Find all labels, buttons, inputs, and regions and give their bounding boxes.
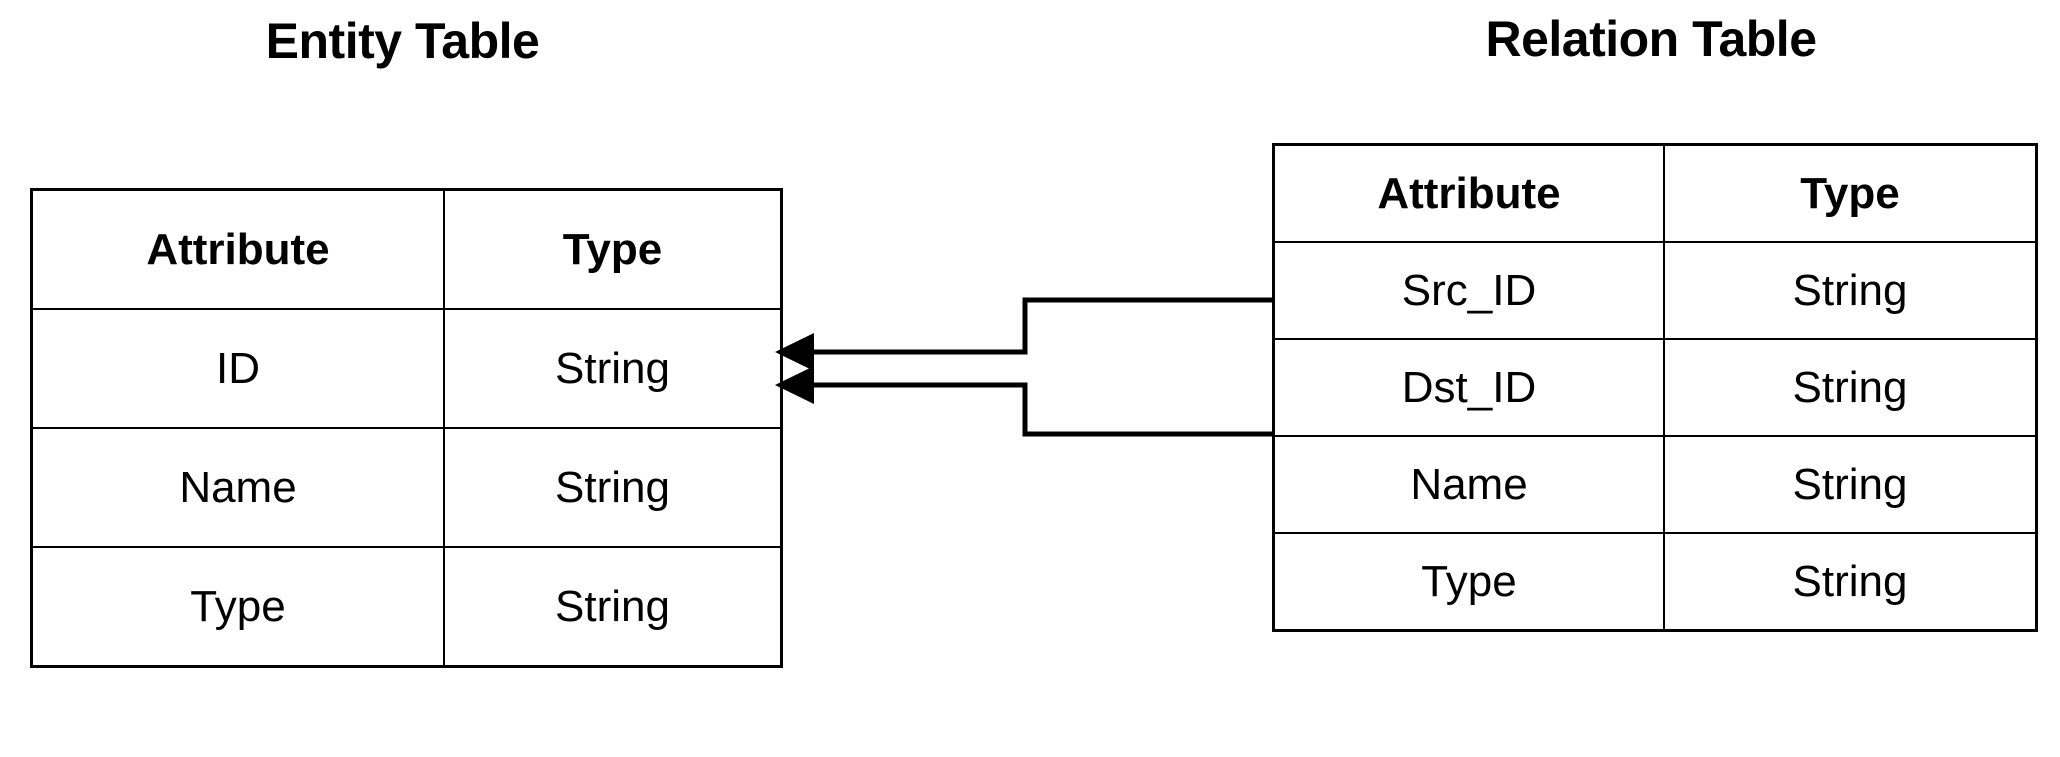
- relation-row-2-attribute: Name: [1272, 435, 1665, 534]
- entity-table: Attribute Type ID String Name String Typ…: [30, 188, 783, 668]
- relation-header-type: Type: [1663, 143, 2038, 243]
- relation-row-1-attribute: Dst_ID: [1272, 338, 1665, 437]
- connector-dst-id-to-entity-id: [775, 366, 1272, 437]
- entity-row-0-type: String: [443, 308, 783, 429]
- relation-header-attribute: Attribute: [1272, 143, 1665, 243]
- connector-src-id-path: [806, 297, 1272, 355]
- relation-table-row: Dst_ID String: [1272, 338, 2038, 437]
- relation-row-3-type: String: [1663, 532, 2038, 632]
- relation-row-3-attribute: Type: [1272, 532, 1665, 632]
- entity-row-1-type: String: [443, 427, 783, 548]
- relation-row-1-type: String: [1663, 338, 2038, 437]
- relation-table-row: Type String: [1272, 532, 2038, 632]
- entity-table-header-row: Attribute Type: [30, 188, 783, 310]
- relation-table-header-row: Attribute Type: [1272, 143, 2038, 243]
- relation-table: Attribute Type Src_ID String Dst_ID Stri…: [1272, 143, 2038, 632]
- connector-src-id-to-entity-id: [775, 297, 1272, 371]
- relation-table-row: Src_ID String: [1272, 241, 2038, 340]
- entity-table-row: ID String: [30, 308, 783, 429]
- entity-row-1-attribute: Name: [30, 427, 445, 548]
- entity-table-row: Name String: [30, 427, 783, 548]
- entity-row-2-type: String: [443, 546, 783, 668]
- entity-header-type: Type: [443, 188, 783, 310]
- relation-table-title: Relation Table: [1485, 11, 1817, 67]
- connector-dst-id-path: [806, 382, 1272, 437]
- entity-table-row: Type String: [30, 546, 783, 668]
- entity-table-title: Entity Table: [265, 13, 540, 69]
- relation-row-0-attribute: Src_ID: [1272, 241, 1665, 340]
- entity-row-0-attribute: ID: [30, 308, 445, 429]
- entity-row-2-attribute: Type: [30, 546, 445, 668]
- relation-row-2-type: String: [1663, 435, 2038, 534]
- entity-header-attribute: Attribute: [30, 188, 445, 310]
- relation-table-row: Name String: [1272, 435, 2038, 534]
- relation-row-0-type: String: [1663, 241, 2038, 340]
